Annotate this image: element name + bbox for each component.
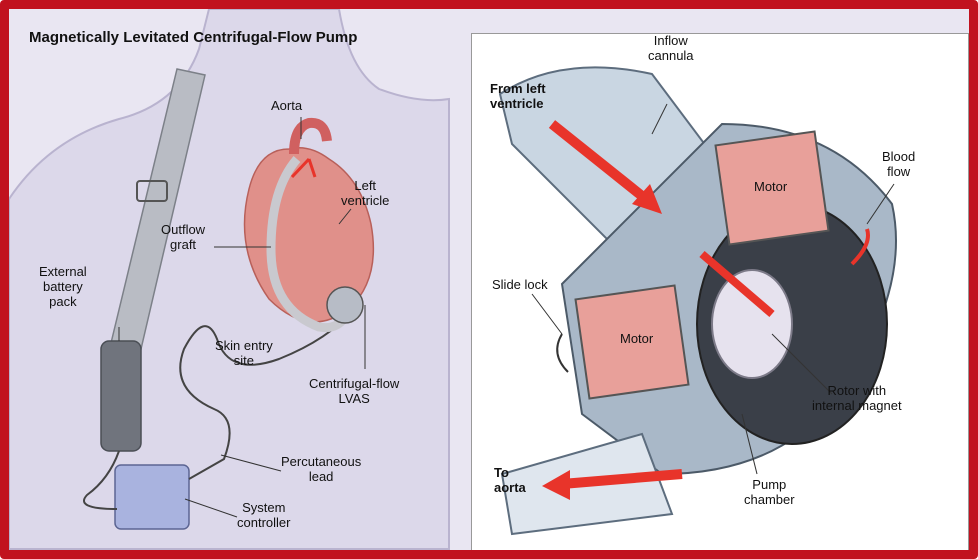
outflow-graft [266, 156, 354, 333]
label-outflow-graft: Outflow graft [161, 222, 206, 252]
percutaneous-cable [179, 308, 355, 480]
outflow-arrow [561, 469, 683, 489]
label-skin-entry: Skin entry site [215, 338, 273, 368]
leader-slide-lock [531, 293, 563, 335]
leader-lv [338, 208, 352, 225]
inflow-arrow [548, 120, 656, 208]
label-inflow-cannula: Inflow cannula [648, 33, 694, 63]
inflow-arrowhead [632, 184, 662, 214]
label-slide-lock: Slide lock [492, 277, 548, 292]
body-illustration [9, 9, 450, 550]
outflow-arrowhead [542, 470, 570, 500]
label-percutaneous-lead: Percutaneous lead [281, 454, 362, 484]
label-external-battery: External battery pack [39, 264, 87, 309]
label-motor-top: Motor [754, 179, 788, 194]
label-rotor: Rotor with internal magnet [812, 383, 902, 413]
label-centrifugal-lvas: Centrifugal-flow LVAS [309, 376, 400, 406]
battery-pack [100, 340, 142, 452]
label-motor-bottom: Motor [620, 331, 654, 346]
rotor-arrow [699, 250, 775, 318]
leader-blood-flow [866, 183, 895, 225]
battery-cable [83, 450, 120, 510]
label-to-aorta: To aorta [494, 465, 526, 495]
chamber-flow-arrow [850, 228, 870, 266]
leader-inflow [651, 103, 668, 135]
motor-top-block [714, 130, 830, 246]
rotor [711, 269, 793, 379]
label-pump-chamber: Pump chamber [744, 477, 795, 507]
leader-lead [220, 454, 282, 472]
label-from-left-ventricle: From left ventricle [490, 81, 546, 111]
label-blood-flow: Blood flow [882, 149, 916, 179]
motor-bottom-block [574, 284, 690, 400]
leader-chamber [741, 413, 758, 475]
graft-flow-arrow [290, 157, 317, 179]
label-left-ventricle: Left ventricle [341, 178, 390, 208]
label-aorta: Aorta [271, 98, 303, 113]
pump-cutaway-panel: From left ventricle Inflow cannula Blood… [471, 33, 969, 550]
figure-title: Magnetically Levitated Centrifugal-Flow … [29, 29, 358, 46]
label-system-controller: System controller [237, 500, 291, 530]
slide-lock [556, 333, 569, 373]
pump-cutaway [498, 66, 897, 536]
leader-rotor [771, 333, 833, 395]
lvas-device [326, 286, 364, 324]
system-controller [114, 464, 190, 530]
leader-controller [184, 498, 238, 518]
aorta-vessel [289, 117, 332, 155]
strap-buckle [136, 180, 168, 202]
